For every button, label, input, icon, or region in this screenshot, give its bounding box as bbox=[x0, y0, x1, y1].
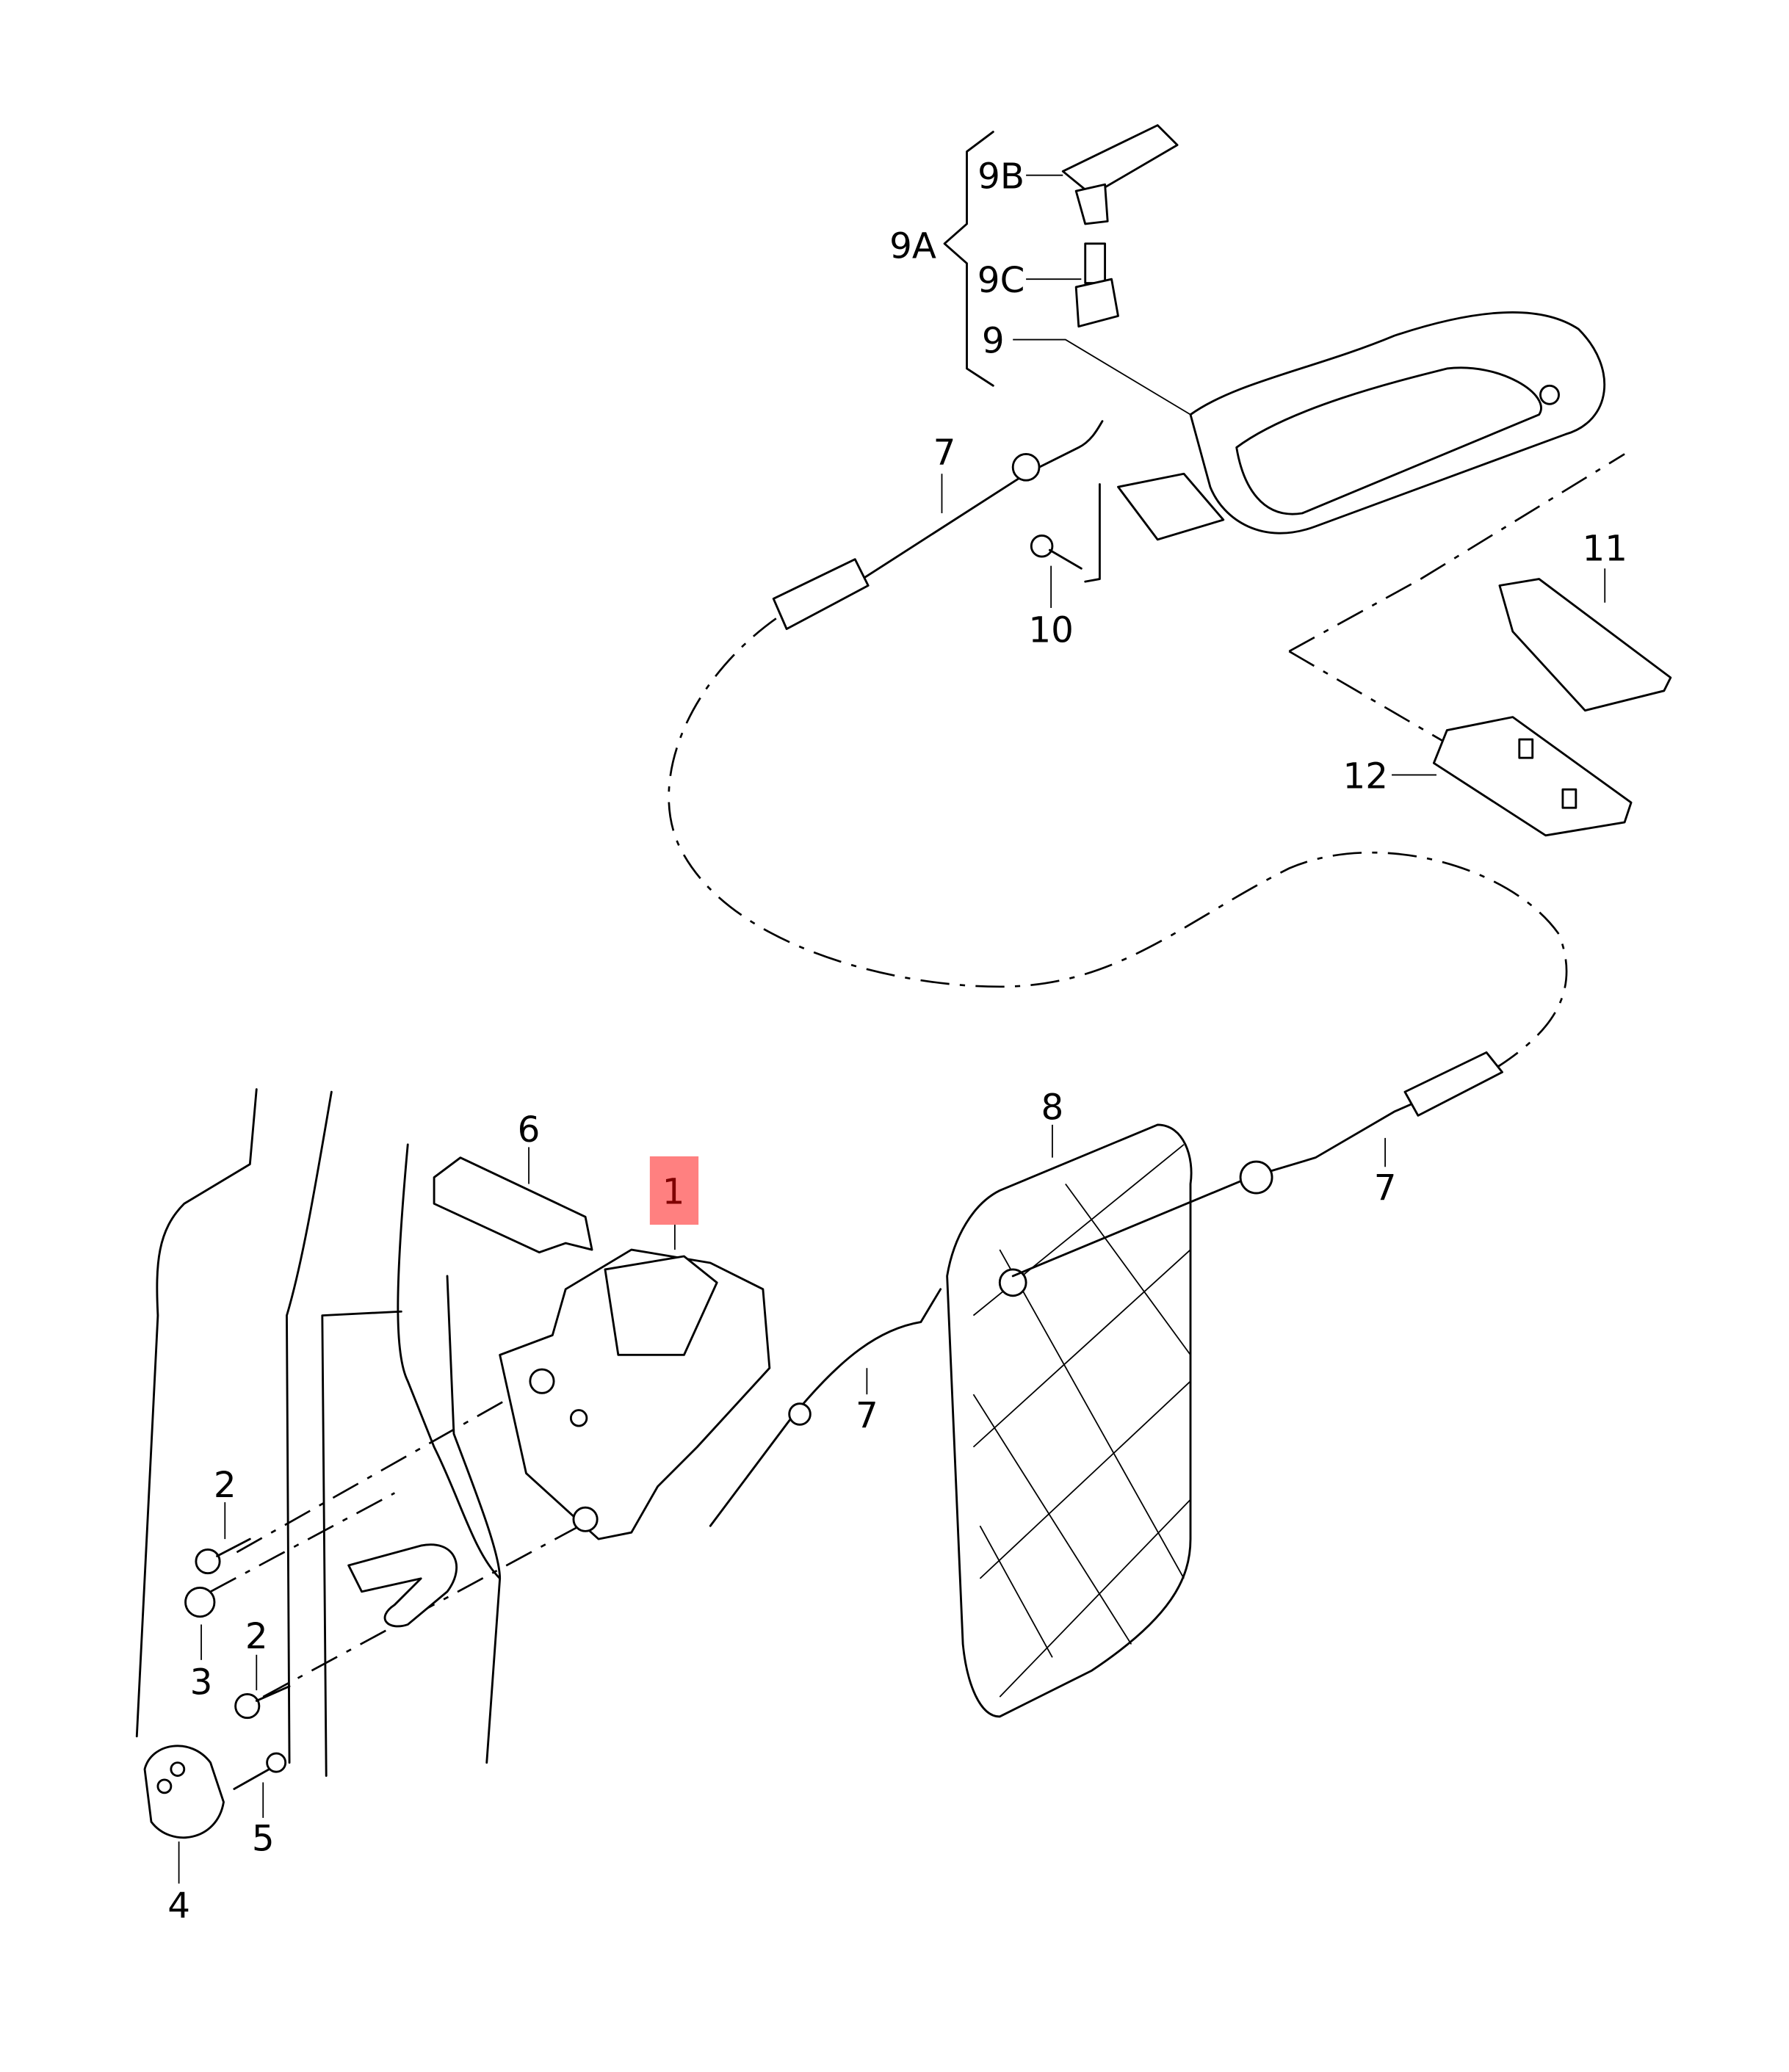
cable-7-right bbox=[1011, 1051, 1503, 1278]
handle-group-outline bbox=[1288, 453, 1625, 745]
cable-7-middle bbox=[709, 1288, 942, 1527]
plunger-9C bbox=[1074, 242, 1119, 328]
cable-routing-outline bbox=[668, 617, 1568, 1067]
panel-8 bbox=[946, 1123, 1193, 1718]
cable-7-top bbox=[772, 420, 1104, 631]
cover-6 bbox=[433, 1156, 593, 1254]
callout-9C[interactable]: 9C bbox=[977, 260, 1025, 301]
callout-9A[interactable]: 9A bbox=[889, 226, 936, 267]
callout-2-upper[interactable]: 2 bbox=[214, 1465, 236, 1506]
door-lock-1 bbox=[499, 1248, 771, 1540]
callout-1[interactable]: 1 bbox=[662, 1171, 685, 1212]
screw-2-lower bbox=[234, 1685, 291, 1720]
callout-6[interactable]: 6 bbox=[518, 1109, 541, 1151]
callout-10[interactable]: 10 bbox=[1028, 610, 1074, 651]
callout-9[interactable]: 9 bbox=[982, 320, 1005, 361]
plug-3 bbox=[184, 1586, 216, 1618]
callout-9B[interactable]: 9B bbox=[977, 156, 1024, 198]
switch-9B bbox=[1061, 124, 1179, 225]
leader-lines bbox=[178, 174, 1606, 1884]
callout-3[interactable]: 3 bbox=[190, 1662, 213, 1703]
screw-5 bbox=[233, 1752, 287, 1790]
callout-11[interactable]: 11 bbox=[1582, 528, 1627, 569]
callout-7-right[interactable]: 7 bbox=[1374, 1167, 1397, 1209]
trim-cap-11 bbox=[1498, 578, 1672, 712]
callout-7-top[interactable]: 7 bbox=[933, 432, 956, 474]
screw-10 bbox=[1030, 483, 1101, 583]
callout-2-lower[interactable]: 2 bbox=[245, 1616, 268, 1657]
callout-8[interactable]: 8 bbox=[1041, 1087, 1064, 1129]
callout-5[interactable]: 5 bbox=[252, 1819, 275, 1860]
screw-2-upper bbox=[195, 1537, 251, 1575]
callout-7-middle[interactable]: 7 bbox=[856, 1395, 878, 1436]
callout-1-highlight bbox=[649, 1156, 699, 1225]
inner-door-handle-9 bbox=[1117, 311, 1606, 541]
callout-4[interactable]: 4 bbox=[167, 1886, 190, 1927]
bracket-9A bbox=[943, 131, 994, 387]
striker-4 bbox=[143, 1745, 225, 1839]
callout-12[interactable]: 12 bbox=[1342, 756, 1388, 797]
door-frame bbox=[135, 1088, 502, 1777]
lock-switch-12 bbox=[1432, 716, 1633, 837]
